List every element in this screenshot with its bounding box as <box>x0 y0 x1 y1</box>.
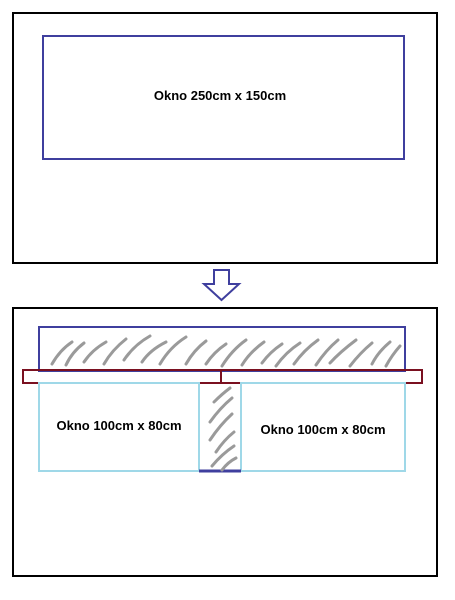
wall-frame-before <box>12 12 438 264</box>
wall-hatching-pillar <box>208 386 238 472</box>
window-small-left-label: Okno 100cm x 80cm <box>56 418 181 433</box>
down-arrow-icon <box>201 269 242 302</box>
window-large <box>42 35 405 160</box>
window-large-label: Okno 250cm x 150cm <box>154 88 286 103</box>
window-small-right <box>240 382 406 472</box>
wall-hatching-top <box>50 334 402 368</box>
window-small-left <box>38 382 200 472</box>
window-small-right-label: Okno 100cm x 80cm <box>260 422 385 437</box>
wall-frame-after <box>12 307 438 577</box>
